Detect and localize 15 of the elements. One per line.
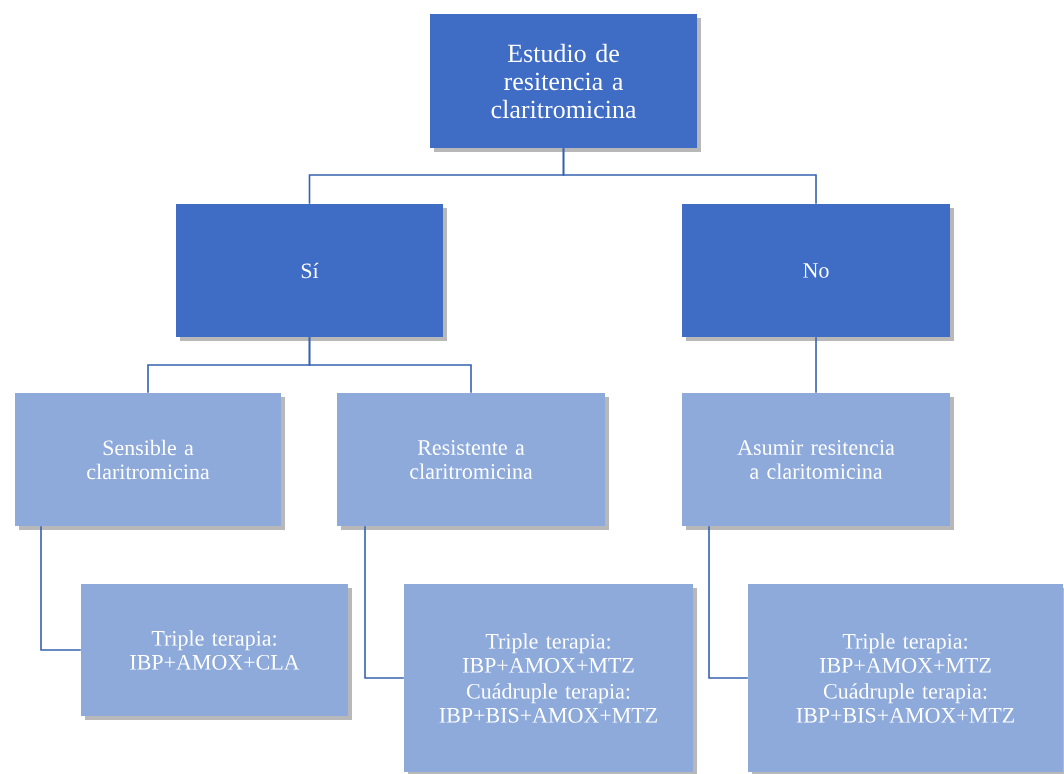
connector-line bbox=[308, 336, 472, 394]
branch-box: No bbox=[682, 204, 954, 341]
result-box: Asumir resitencia a claritomicina bbox=[682, 393, 954, 530]
therapy-box: Triple terapia: IBP+AMOX+MTZ Cuádruple terapia: IBP+BIS+AMOX+MTZ bbox=[748, 584, 1064, 774]
connector-line bbox=[815, 336, 817, 394]
connector-line bbox=[40, 525, 82, 651]
branch-box: Sí bbox=[176, 204, 447, 341]
result-box: Resistente a claritromicina bbox=[337, 393, 609, 530]
therapy-box: Triple terapia: IBP+AMOX+MTZ Cuádruple terapia: IBP+BIS+AMOX+MTZ bbox=[404, 584, 697, 774]
therapy-box: Triple terapia: IBP+AMOX+CLA bbox=[81, 584, 352, 720]
connector-line bbox=[562, 147, 817, 205]
connector-line bbox=[708, 525, 749, 679]
result-box: Sensible a claritromicina bbox=[15, 393, 285, 530]
connector-line bbox=[364, 525, 405, 679]
root-box: Estudio de resitencia a claritromicina bbox=[430, 14, 701, 152]
